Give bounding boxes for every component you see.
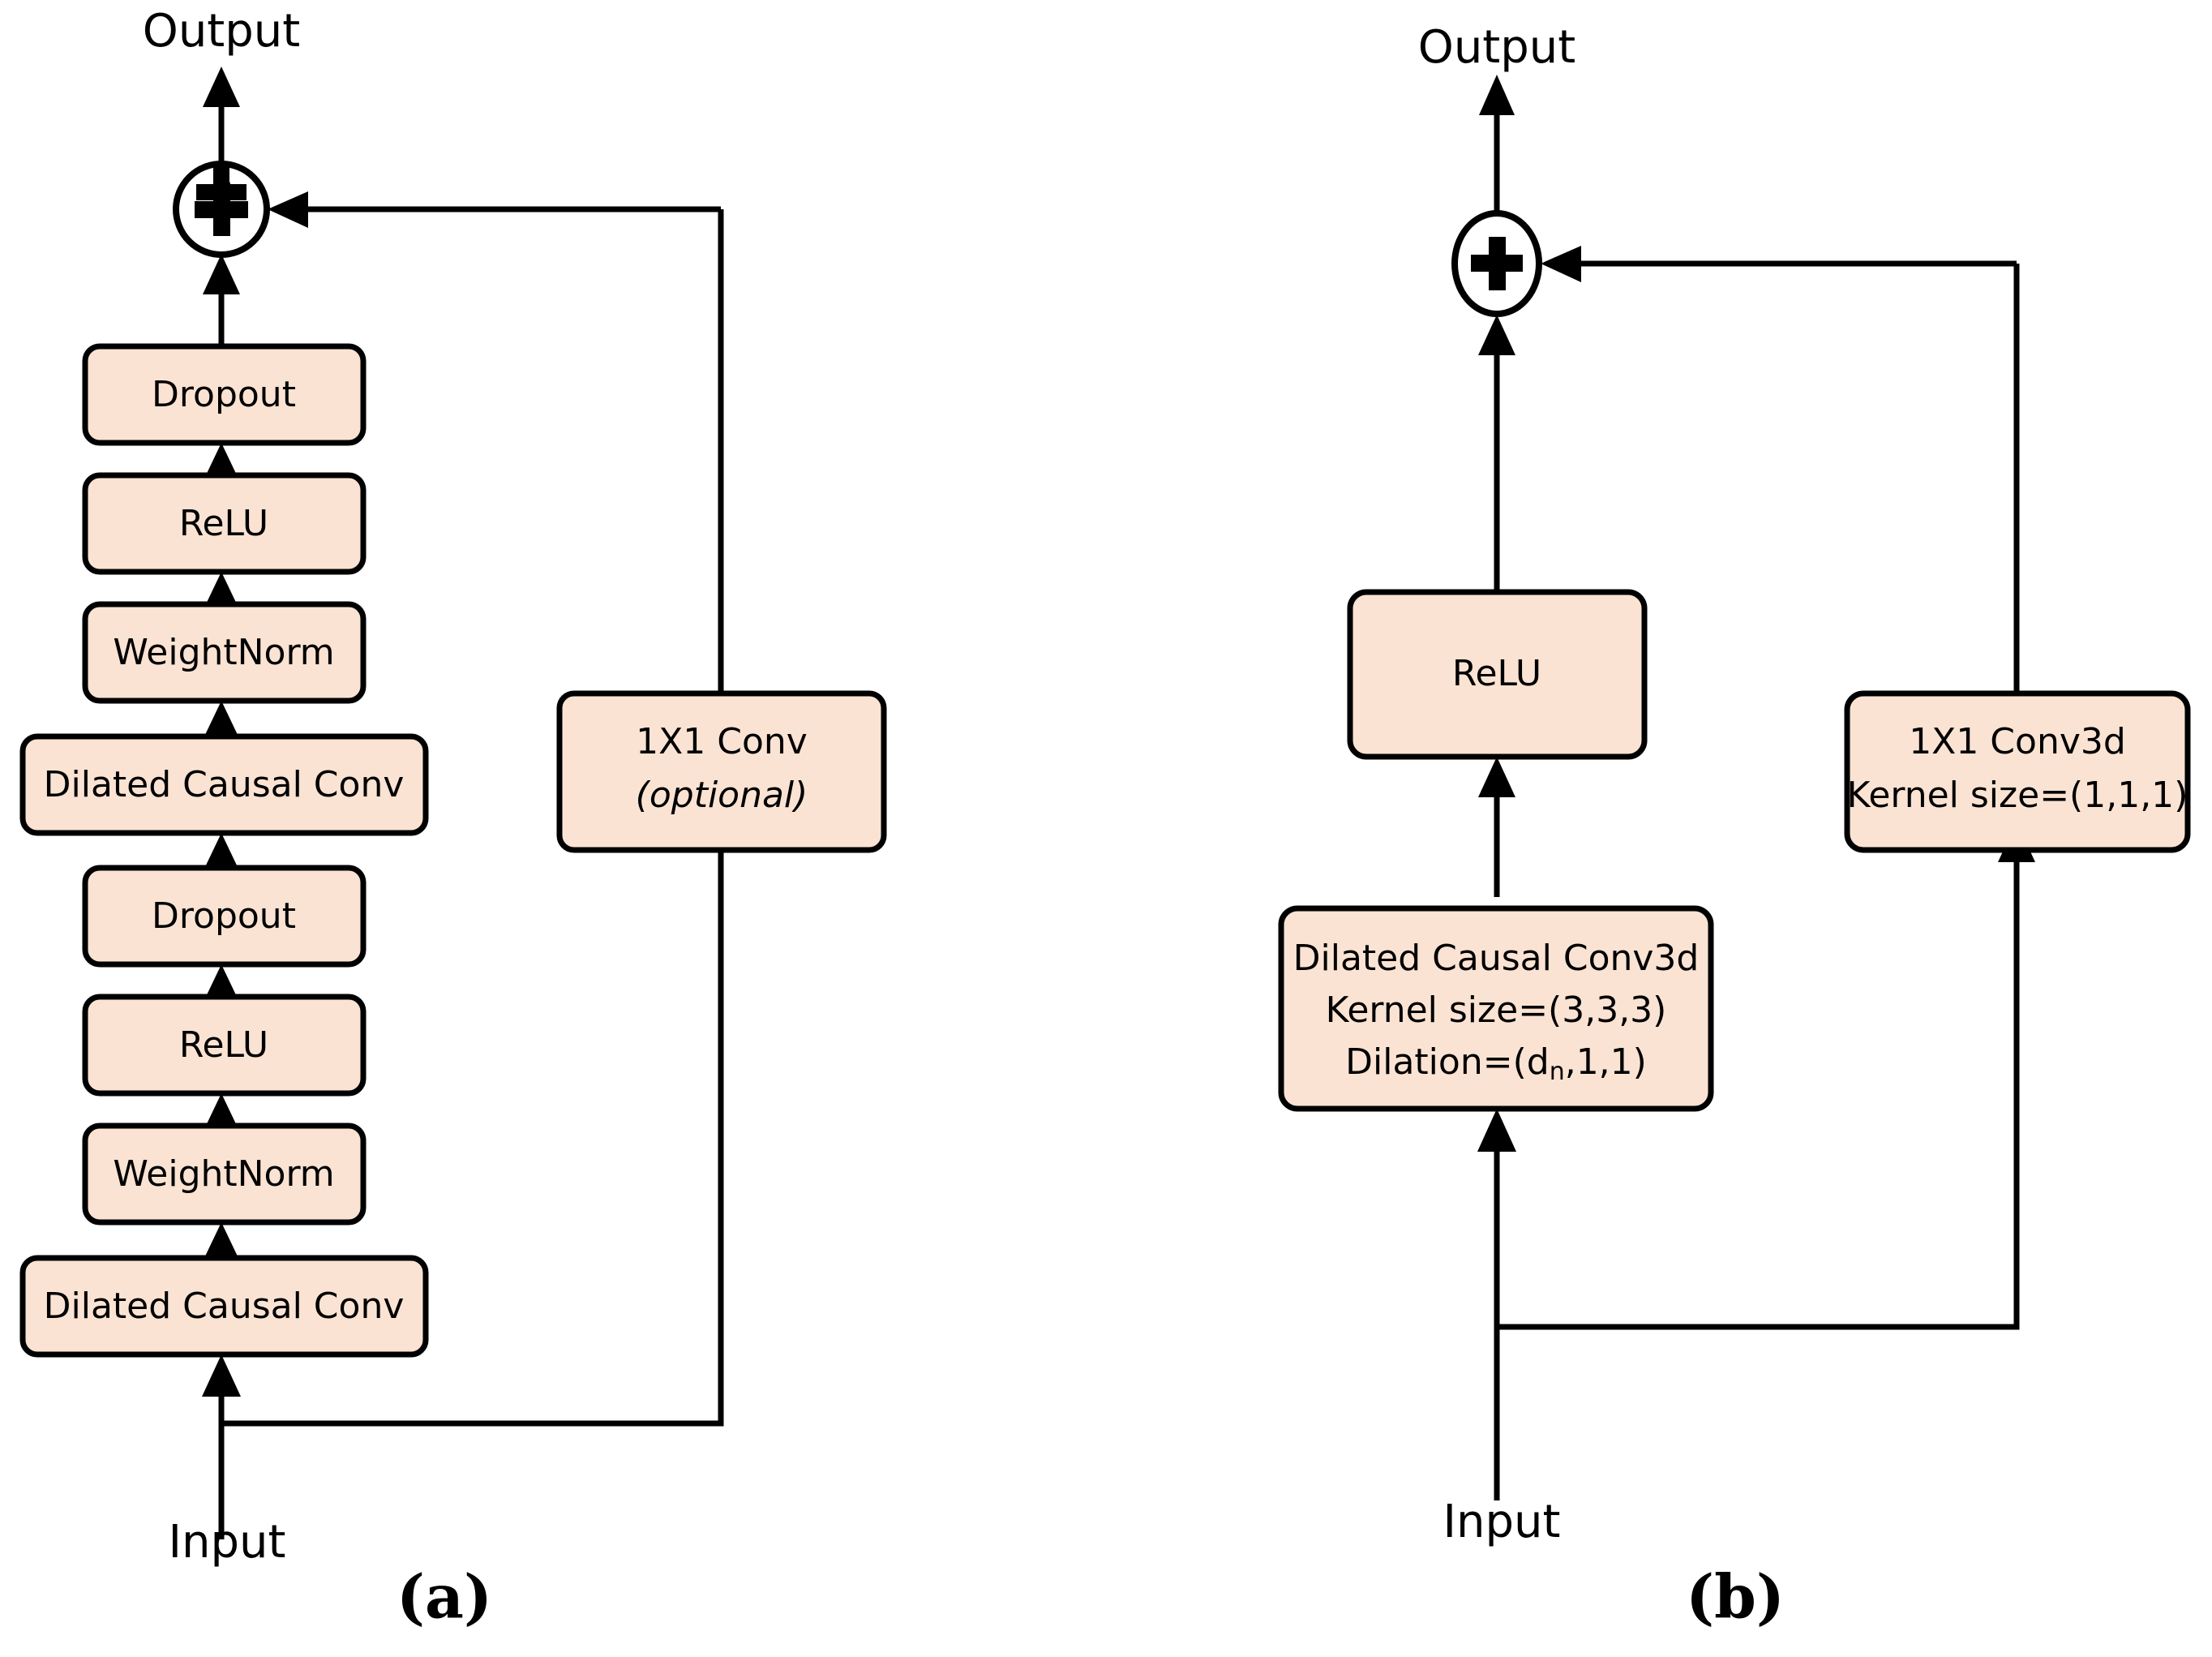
panel-b-block-1x1conv3d-line1: 1X1 Conv3d [1909,721,2126,762]
panel-a-block-1x1conv-line2: (optional) [636,775,808,816]
panel-b-conv3d-dilation-prefix: Dilation=(d [1345,1041,1550,1083]
panel-b-conv3d-dilation-subscript: n [1550,1058,1565,1086]
panel-a-output-label: Output [143,5,301,58]
panel-b-block-conv3d-line3: Dilation=(dn,1,1) [1345,1041,1647,1086]
panel-a-block-dilatedconv-1-label: Dilated Causal Conv [44,764,405,805]
panel-a-relu1-to-dropout1-arrowhead [204,443,238,479]
panel-b-conv3d-to-relu-arrowhead [1478,757,1515,797]
panel-a-block-dropout-1[interactable] [82,343,367,446]
panel-a-conv2-to-wn2-arrowhead [204,1222,238,1258]
panel-a-dropout1-to-adder-arrowhead [203,254,240,294]
panel-a-input-label: Input [168,1516,285,1569]
panel-a-skip-branch-lower [221,827,724,1427]
panel-b-skip-arrowhead [1541,246,1581,282]
panel-a-block-weightnorm-1-label: WeightNorm [113,632,334,673]
panel-a-block-relu-2-label: ReLU [179,1024,268,1066]
panel-a: Dropout ReLU WeightNorm Dilated Causal C… [19,5,887,1633]
panel-b-caption: (b) [1686,1563,1785,1633]
panel-a-block-weightnorm-2-label: WeightNorm [113,1153,334,1195]
panel-b-block-1x1-conv3d[interactable] [1844,690,2191,853]
panel-a-dropout2-to-conv1-arrowhead [204,833,238,869]
panel-a-block-dropout-1-label: Dropout [152,374,296,415]
panel-a-block-relu-2[interactable] [82,994,367,1097]
panel-a-output-arrowhead [203,67,240,107]
panel-b-block-relu-label: ReLU [1452,653,1541,694]
panel-a-wn2-to-relu2-arrowhead [204,1093,238,1129]
panel-a-block-relu-1[interactable] [82,472,367,575]
panel-a-conv1-to-wn1-arrowhead [204,701,238,736]
panel-b-relu-to-adder-arrowhead [1478,315,1515,355]
panel-b-block-relu[interactable] [1347,589,1648,760]
panel-a-plus-bar-v [213,182,230,236]
panel-a-skip-arrowhead [268,191,308,228]
panel-a-input-arrowhead [202,1354,241,1397]
panel-a-caption: (a) [397,1563,492,1633]
panel-a-block-dilatedconv-1[interactable] [19,733,429,836]
panel-b-block-conv3d-line2: Kernel size=(3,3,3) [1326,989,1667,1031]
panel-a-block-weightnorm-2[interactable] [82,1123,367,1226]
panel-a-wn1-to-relu1-arrowhead [204,572,238,607]
panel-a-block-1x1conv-optional[interactable] [556,690,887,853]
panel-b-output-arrowhead [1479,75,1515,115]
panel-a-block-dropout-2[interactable] [82,865,367,968]
panel-b-plus-bar-v [1489,237,1506,290]
panel-a-block-dilatedconv-2[interactable] [19,1255,429,1358]
panel-b-block-1x1conv3d-line2: Kernel size=(1,1,1) [1847,775,2188,816]
panel-a-block-weightnorm-1[interactable] [82,601,367,704]
panel-a-block-dilatedconv-2-label: Dilated Causal Conv [44,1286,405,1327]
panel-a-block-1x1conv-line1: 1X1 Conv [636,721,808,762]
panel-b-block-conv3d-line1: Dilated Causal Conv3d [1293,938,1700,979]
panel-a-block-dropout-2-label: Dropout [152,895,296,937]
panel-b-conv3d-dilation-suffix: ,1,1) [1565,1041,1647,1083]
panel-b-input-label: Input [1443,1496,1560,1548]
panel-a-relu2-to-dropout2-arrowhead [204,964,238,1000]
panel-b-output-label: Output [1418,21,1576,74]
panel-a-block-relu-1-label: ReLU [179,503,268,544]
panel-b-block-dilated-conv3d[interactable] [1278,905,1714,1112]
panel-b: ReLU Dilated Causal Conv3d Kernel size=(… [1278,21,2191,1633]
panel-b-input-arrowhead [1477,1109,1516,1152]
panel-b-skip-branch-lower [1497,858,2020,1330]
